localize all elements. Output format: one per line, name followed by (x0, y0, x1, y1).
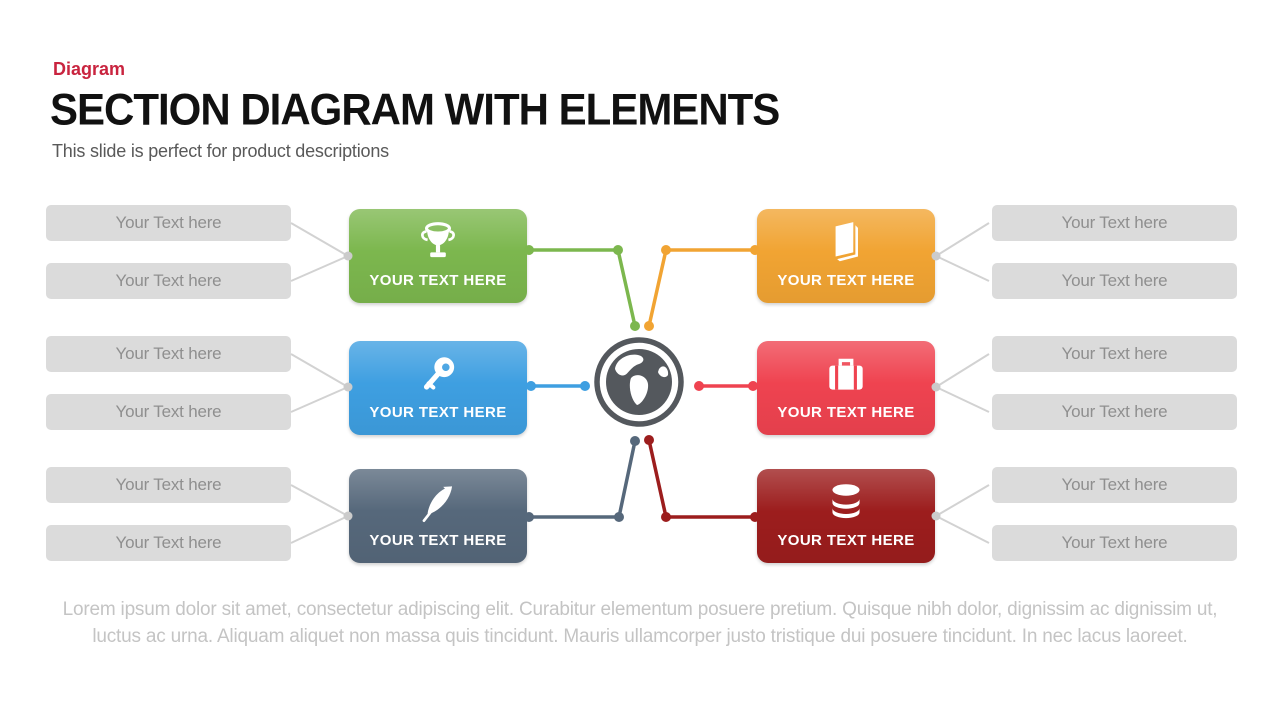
footer-text-line2: luctus ac urna. Aliquam aliquet non mass… (92, 626, 1188, 647)
section-box-trophy: YOUR TEXT HERE (349, 209, 527, 303)
section-box-label: YOUR TEXT HERE (369, 404, 507, 421)
gray-connectors-right (935, 222, 990, 544)
section-box-label: YOUR TEXT HERE (777, 404, 915, 421)
side-label-left-1: Your Text here (46, 205, 291, 241)
page-title: SECTION DIAGRAM WITH ELEMENTS (50, 84, 780, 134)
section-box-database: YOUR TEXT HERE (757, 469, 935, 563)
briefcase-icon (821, 347, 871, 403)
book-icon (821, 215, 871, 271)
slide-category-tag: Diagram (53, 59, 126, 79)
side-label-right-1: Your Text here (992, 205, 1237, 241)
side-label-right-6: Your Text here (992, 525, 1237, 561)
section-box-key: YOUR TEXT HERE (349, 341, 527, 435)
page-subtitle: This slide is perfect for product descri… (52, 141, 389, 161)
section-box-label: YOUR TEXT HERE (777, 532, 915, 549)
connector-green (529, 248, 637, 327)
connector-red-dots (694, 381, 758, 391)
side-label-left-2: Your Text here (46, 263, 291, 299)
connector-darkred-dots (644, 435, 760, 522)
key-icon (413, 347, 463, 403)
connector-darkred (647, 439, 755, 519)
side-label-right-5: Your Text here (992, 467, 1237, 503)
footer-text-line1: Lorem ipsum dolor sit amet, consectetur … (62, 599, 1218, 620)
side-label-right-4: Your Text here (992, 394, 1237, 430)
database-icon (821, 475, 871, 531)
trophy-icon (413, 215, 463, 271)
side-label-left-4: Your Text here (46, 394, 291, 430)
section-box-label: YOUR TEXT HERE (369, 272, 507, 289)
gray-connectors-left (290, 222, 349, 544)
feather-icon (413, 475, 463, 531)
side-label-left-5: Your Text here (46, 467, 291, 503)
side-label-left-6: Your Text here (46, 525, 291, 561)
connector-orange-dots (644, 245, 760, 331)
section-box-briefcase: YOUR TEXT HERE (757, 341, 935, 435)
section-box-label: YOUR TEXT HERE (369, 532, 507, 549)
connector-slate (529, 440, 637, 519)
section-box-feather: YOUR TEXT HERE (349, 469, 527, 563)
connector-orange (647, 248, 755, 327)
side-label-right-2: Your Text here (992, 263, 1237, 299)
globe-icon (594, 337, 684, 427)
section-box-label: YOUR TEXT HERE (777, 272, 915, 289)
connector-green-dots (524, 245, 640, 331)
side-label-left-3: Your Text here (46, 336, 291, 372)
connector-slate-dots (524, 436, 640, 522)
connector-blue-dots (526, 381, 590, 391)
side-label-right-3: Your Text here (992, 336, 1237, 372)
section-box-book: YOUR TEXT HERE (757, 209, 935, 303)
